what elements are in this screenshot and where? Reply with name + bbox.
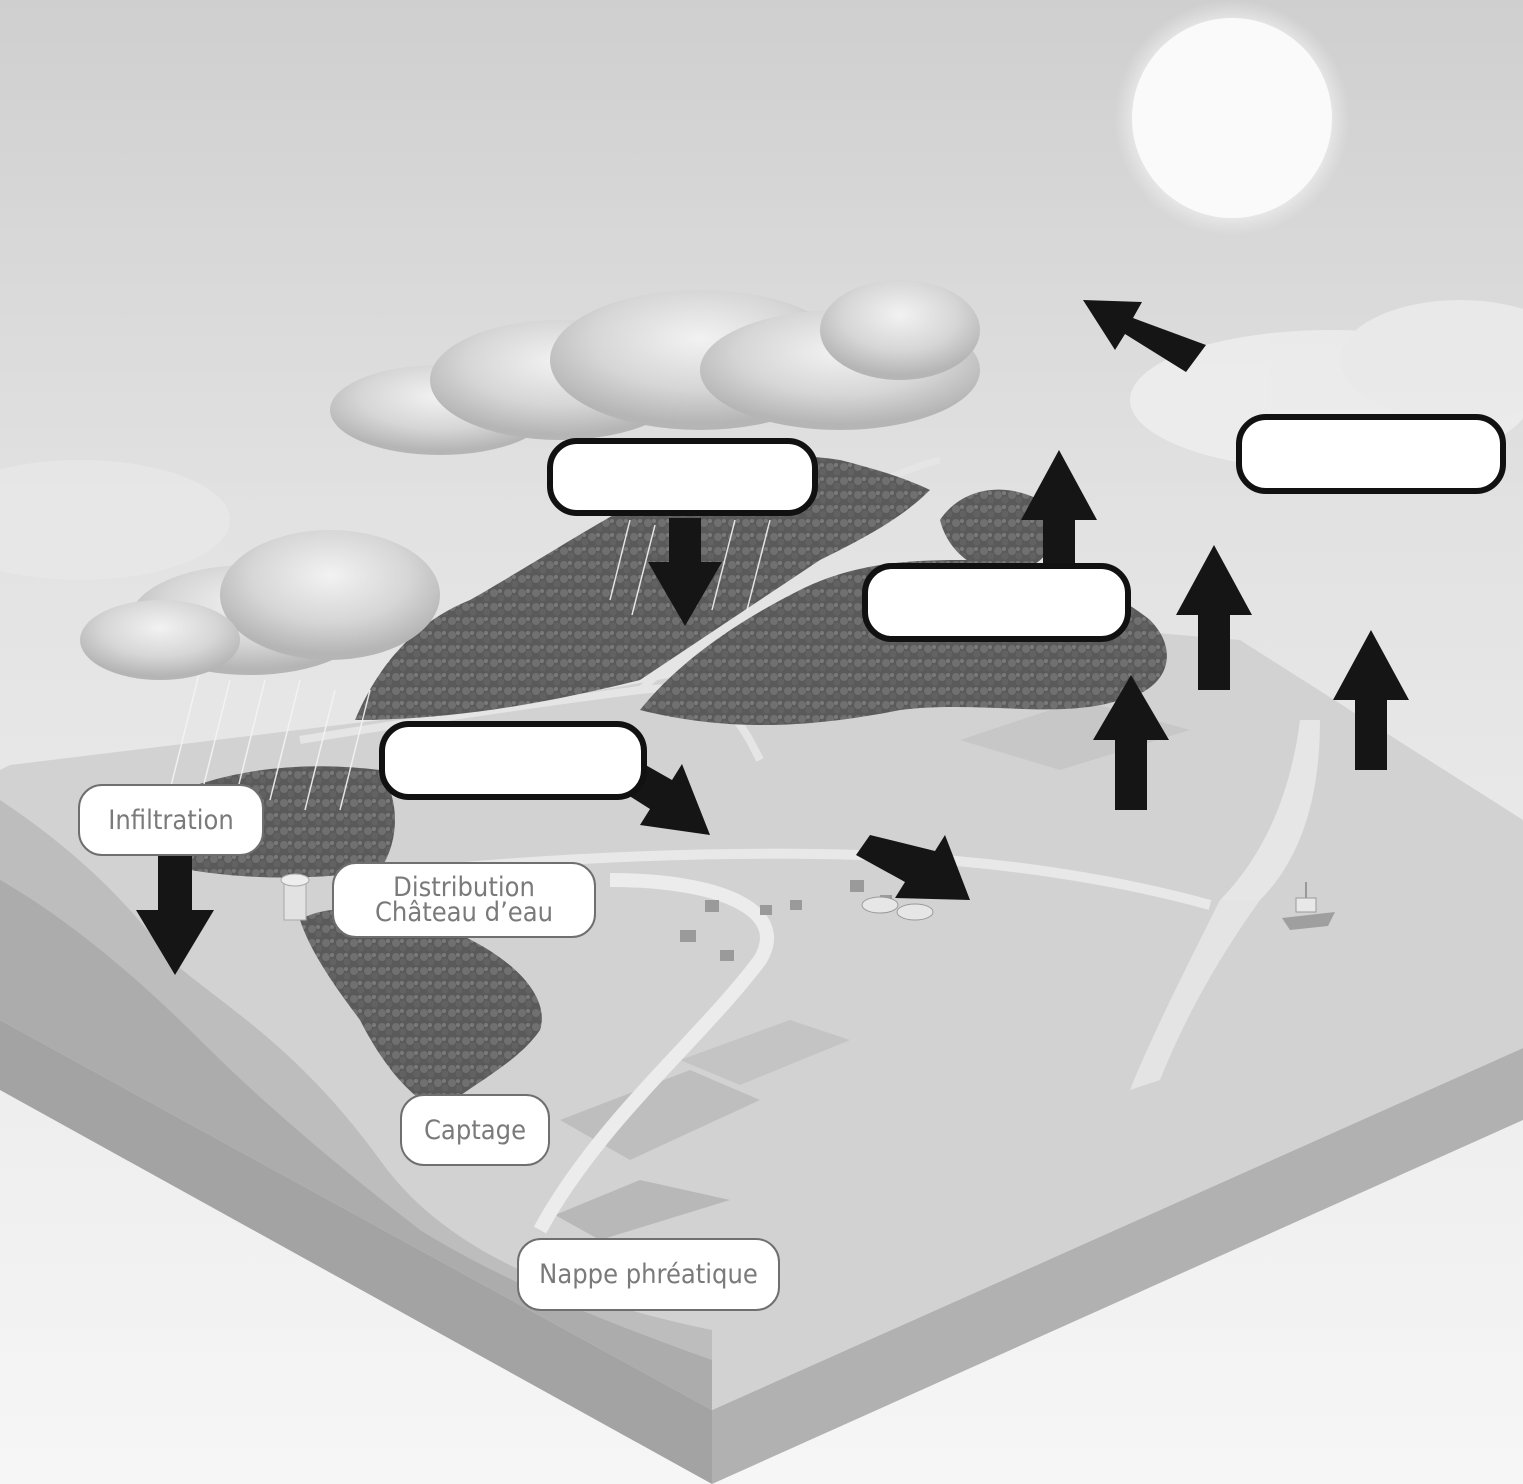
infiltration-text: Infiltration: [108, 808, 234, 833]
nappe-text: Nappe phréatique: [539, 1262, 758, 1287]
distribution-label: Distribution Château d’eau: [332, 862, 596, 938]
nappe-label: Nappe phréatique: [517, 1238, 780, 1311]
condensation-box: [1236, 414, 1506, 494]
evaporation-box: [862, 563, 1131, 642]
water-tower: [281, 874, 309, 920]
water-tower-text: Château d’eau: [375, 900, 553, 925]
infiltration-label: Infiltration: [78, 784, 264, 856]
captage-label: Captage: [400, 1094, 550, 1166]
precipitation-box: [547, 438, 818, 516]
captage-text: Captage: [424, 1118, 526, 1143]
runoff-box: [379, 721, 647, 800]
